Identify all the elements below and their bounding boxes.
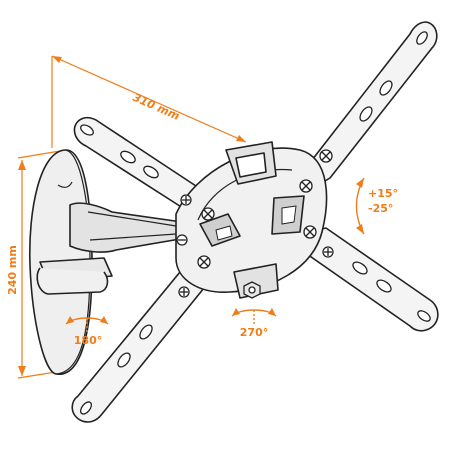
screws xyxy=(176,149,334,299)
articulating-arm xyxy=(36,202,187,295)
width-label: 310 mm xyxy=(131,91,182,123)
screw-swivel-nut xyxy=(243,281,261,299)
height-arrow-top xyxy=(18,160,26,170)
vesa-arm-upper-left xyxy=(73,116,215,217)
tilt-indicator xyxy=(355,177,365,235)
vesa-arm-lower-left xyxy=(71,257,213,423)
screw-upper-right xyxy=(319,149,333,163)
swivel-indicator xyxy=(231,308,277,324)
swivel-label: 270° xyxy=(240,326,268,339)
screw-lower-right xyxy=(303,225,317,239)
height-arrow-bottom xyxy=(18,366,26,376)
width-arrow-right xyxy=(236,135,246,142)
tilt-up-label: +15° xyxy=(368,187,398,200)
width-dimension-line xyxy=(51,55,247,143)
screw-lower-right-outer xyxy=(322,246,334,258)
tilt-down-label: -25° xyxy=(368,202,393,215)
height-label: 240 mm xyxy=(6,245,19,295)
base-pivot-indicator xyxy=(65,316,109,332)
head-plate xyxy=(175,141,328,299)
base-pivot-label: 180° xyxy=(74,334,102,347)
screw-head-left xyxy=(176,234,188,246)
width-arrow-left xyxy=(52,56,62,63)
vesa-arm-upper-right xyxy=(299,21,438,191)
screw-upper-left-outer xyxy=(180,194,192,206)
width-dimension xyxy=(51,55,247,148)
screw-upper-left xyxy=(201,207,215,221)
screw-lower-left-outer xyxy=(178,286,190,298)
vesa-arm-lower-right xyxy=(303,227,439,332)
screw-upper-right-inner xyxy=(299,179,313,193)
height-extension-bottom xyxy=(17,371,57,379)
screw-lower-left xyxy=(197,255,211,269)
